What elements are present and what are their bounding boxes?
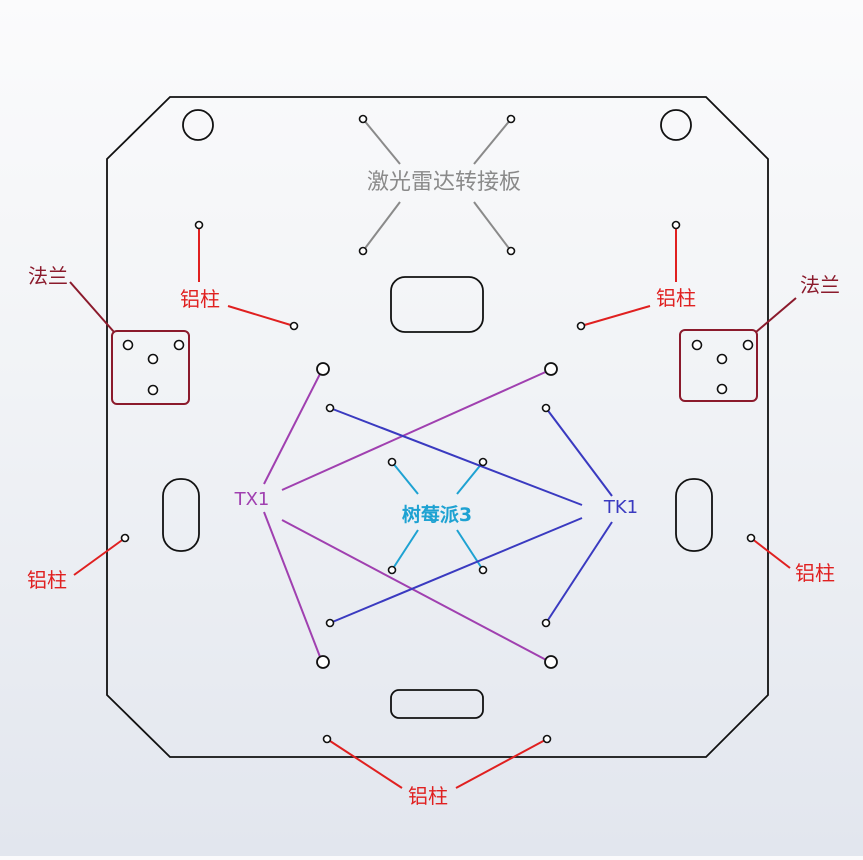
slot-top-center bbox=[390, 276, 484, 333]
plate-outline bbox=[106, 96, 769, 758]
flange-hole bbox=[147, 353, 159, 365]
lidar-leaders bbox=[362, 118, 512, 252]
small-holes bbox=[120, 114, 756, 744]
post-hole bbox=[671, 220, 681, 230]
tk1-label: TK1 bbox=[603, 497, 638, 518]
lidar-hole bbox=[506, 114, 516, 124]
lidar-hole bbox=[506, 246, 516, 256]
post-label-top-left: 铝柱 bbox=[180, 287, 220, 311]
post-hole bbox=[194, 220, 204, 230]
rpi-hole bbox=[478, 565, 488, 575]
post-label-right: 铝柱 bbox=[795, 561, 835, 585]
rpi-leaders bbox=[391, 461, 484, 571]
rpi-hole bbox=[387, 457, 397, 467]
flange-hole bbox=[742, 339, 754, 351]
slot-bottom-center bbox=[390, 689, 484, 719]
post-hole bbox=[289, 321, 299, 331]
tk1-hole bbox=[325, 403, 335, 413]
mount-hole-top-left bbox=[182, 109, 214, 141]
tk1-hole bbox=[541, 403, 551, 413]
post-label-left: 铝柱 bbox=[27, 568, 67, 592]
flange-hole bbox=[122, 339, 134, 351]
post-hole bbox=[746, 533, 756, 543]
lidar-adapter-label: 激光雷达转接板 bbox=[367, 170, 521, 195]
flange-box-right bbox=[679, 329, 758, 402]
tk1-leaders bbox=[329, 407, 613, 624]
flange-hole bbox=[147, 384, 159, 396]
tx1-hole bbox=[316, 655, 330, 669]
flange-box-left bbox=[111, 330, 190, 405]
flange-label-left: 法兰 bbox=[28, 264, 68, 288]
tk1-hole bbox=[541, 618, 551, 628]
post-hole bbox=[120, 533, 130, 543]
post-hole bbox=[576, 321, 586, 331]
lidar-hole bbox=[358, 246, 368, 256]
post-label-top-right: 铝柱 bbox=[656, 286, 696, 310]
flange-hole bbox=[691, 339, 703, 351]
tx1-hole bbox=[544, 655, 558, 669]
post-hole bbox=[322, 734, 332, 744]
plate bbox=[106, 96, 769, 758]
post-leaders bbox=[73, 225, 791, 789]
post-label-bottom: 铝柱 bbox=[408, 784, 448, 808]
tx1-leaders bbox=[263, 369, 551, 663]
lidar-hole bbox=[358, 114, 368, 124]
flange-hole bbox=[173, 339, 185, 351]
flange-hole bbox=[716, 383, 728, 395]
tx1-hole bbox=[316, 362, 330, 376]
post-hole bbox=[542, 734, 552, 744]
tx1-label: TX1 bbox=[234, 489, 270, 510]
raspberry-pi-label: 树莓派3 bbox=[402, 503, 472, 526]
flange-hole bbox=[716, 353, 728, 365]
flange-leaders bbox=[69, 281, 797, 333]
mount-hole-top-right bbox=[660, 109, 692, 141]
slot-right bbox=[675, 478, 713, 552]
rpi-hole bbox=[387, 565, 397, 575]
rpi-hole bbox=[478, 457, 488, 467]
tx1-holes bbox=[316, 362, 558, 669]
flange-label-right: 法兰 bbox=[800, 273, 840, 297]
slot-left bbox=[162, 478, 200, 552]
tk1-hole bbox=[325, 618, 335, 628]
tx1-hole bbox=[544, 362, 558, 376]
